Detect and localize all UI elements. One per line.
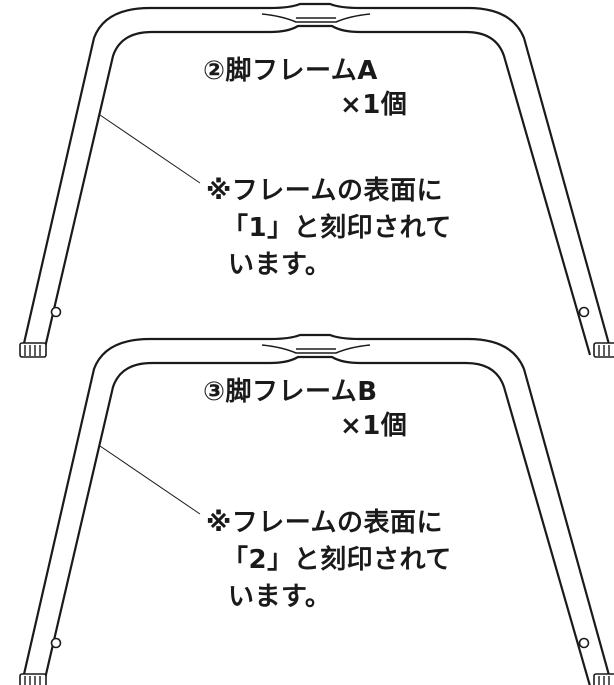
frame-b-title: ③脚フレームB xyxy=(203,377,378,407)
frame-a-note-line2: 「1」と刻印されて xyxy=(222,213,452,243)
frame-b-note-line1: ※フレームの表面に xyxy=(206,508,443,538)
frame-a-quantity: ×1個 xyxy=(340,90,408,120)
frame-b-quantity: ×1個 xyxy=(340,411,408,441)
frame-a-note-line3: います。 xyxy=(228,250,332,280)
frame-b-note-line2: 「2」と刻印されて xyxy=(222,545,452,575)
frame-a-note-line1: ※フレームの表面に xyxy=(206,176,443,206)
frame-b-note-line3: います。 xyxy=(228,582,332,612)
frame-a-title: ②脚フレームA xyxy=(203,56,378,86)
